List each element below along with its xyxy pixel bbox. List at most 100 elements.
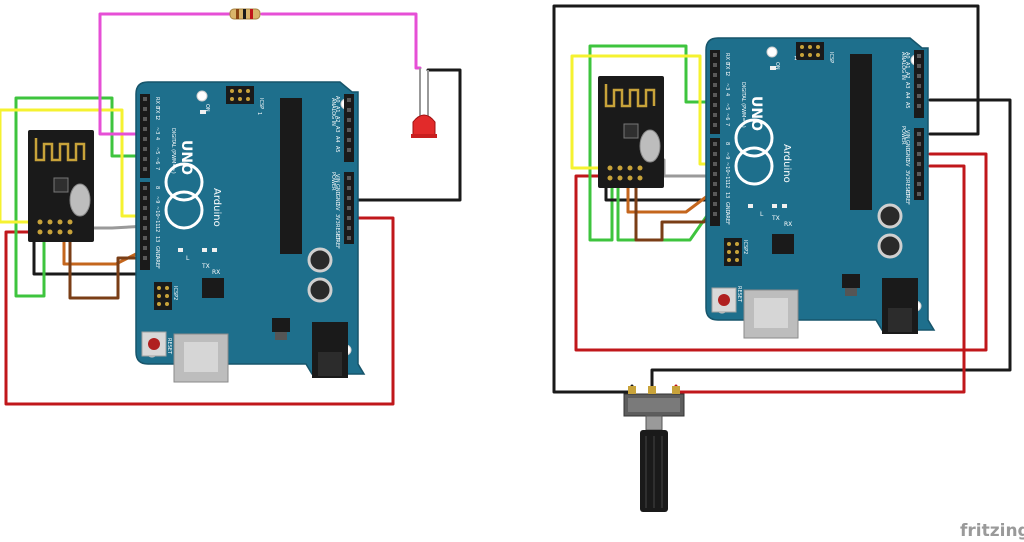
resistor-left [229,8,261,20]
icsp-num-right: 1 [794,56,797,62]
digital-pin-label-right: 2 [724,73,730,76]
digital-pin-label-right: ~5 [724,103,730,110]
digital-pin-label-right: ~6 [724,113,730,120]
wire-black-right-gnd [604,184,720,202]
digital-label-left: DIGITAL (PWM=~) [170,128,176,174]
digital-pin-label-right: 12 [724,182,730,188]
icsp2-label-left: ICSP2 [172,286,178,300]
power-label-left: POWER [330,172,336,191]
digital-pin-label-left: ~10 [154,206,160,217]
digital-pin-label-right: ~3 [724,83,730,90]
power-pin-label-right: GND [904,140,910,152]
left-circuit [0,8,462,406]
digital-pin-label-right: 4 [724,93,730,96]
icsp-label-left: ICSP [258,98,264,109]
arduino-brand-right: Arduino [781,144,792,183]
power-label-right: POWER [900,126,906,145]
tx-label-left: TX [201,263,210,270]
digital-pin-label-left: 7 [154,167,160,170]
wire-yellow-left [0,108,150,224]
digital-pin-label-right: TX 1 [724,62,730,74]
wire-green-right-1 [588,44,720,242]
uno-model-right: UNO [748,96,764,131]
wire-magenta-left [98,12,422,136]
digital-pin-label-left: ~3 [154,127,160,134]
analog-pin-label-left: A1 [334,106,340,113]
rx-label-right: RX [784,221,792,228]
wire-orange-right [626,184,720,214]
power-pin-label-right: VIN [904,130,910,139]
analog-pin-label-right: A3 [904,82,910,89]
digital-pin-label-left: 13 [154,236,160,242]
tx-label-right: TX [771,215,780,222]
l-label-left: L [186,255,190,262]
wire-red-left [4,216,395,406]
power-pin-label-left: IOREF [334,234,340,249]
digital-pin-label-left: 2 [154,117,160,120]
digital-pin-label-right: ~10 [724,162,730,173]
rx-label-left: RX [212,269,220,276]
digital-pin-label-left: ~6 [154,157,160,164]
power-pin-label-right: 3V3 [904,170,910,180]
wire-green-left-1 [14,96,150,298]
analog-pin-label-left: A4 [334,136,340,143]
digital-pin-label-left: 12 [154,226,160,232]
power-pin-label-left: 5V [334,204,340,211]
digital-pin-label-right: 7 [724,123,730,126]
digital-label-right: DIGITAL (PWM=~) [740,82,746,128]
icsp-label-right: ICSP [828,52,834,63]
power-pin-label-left: GND [334,184,340,196]
analog-pin-label-left: A2 [334,116,340,123]
digital-pin-label-left: RX 0 [154,97,160,109]
analog-pin-label-left: A3 [334,126,340,133]
wire-yellow-right [570,54,720,170]
analog-label-left: ANALOG IN [330,98,336,126]
reset-label-right: RESET [736,286,742,303]
power-pin-label-right: GND [904,150,910,162]
power-pin-label-left: GND [334,194,340,206]
nrf24l01-left [26,128,96,244]
fritzing-watermark: fritzing [960,521,1024,541]
digital-pin-label-right: RX 0 [724,53,730,65]
power-pin-label-left: 3V3 [334,214,340,224]
l-label-right: L [760,211,764,218]
digital-pin-label-left: AREF [154,256,160,269]
digital-pin-label-left: ~11 [154,216,160,227]
arduino-brand-left: Arduino [211,188,222,227]
digital-pin-label-right: 8 [724,142,730,145]
analog-pin-label-right: A0 [904,52,910,59]
icsp-num-left: 1 [256,112,262,115]
led-red [411,68,437,138]
power-pin-label-right: RESET [904,180,910,197]
left-board-labels: UNO Arduino RESET ICSP 1 ICSP2 ANALOG IN… [166,98,336,355]
right-board-labels: UNO Arduino RESET ICSP 1 ICSP2 ANALOG IN… [736,52,906,303]
on-label-left: ON [204,104,210,112]
analog-label-right: ANALOG IN [900,52,906,80]
power-pin-label-right: 5V [904,160,910,167]
right-circuit [552,4,1012,512]
wire-black-right-wiper [650,98,1012,388]
wire-brown-left [68,238,150,300]
analog-pin-label-left: A5 [334,146,340,153]
digital-pin-label-right: GND [724,202,730,214]
power-pin-label-left: VIN [334,174,340,183]
potentiometer [623,386,685,512]
digital-pin-label-left: TX 1 [154,106,160,118]
digital-pin-label-left: ~5 [154,147,160,154]
analog-pin-label-right: A2 [904,72,910,79]
power-pin-label-right: IOREF [904,190,910,205]
wire-orange-left [62,238,150,266]
digital-pin-label-right: AREF [724,212,730,225]
digital-pin-label-left: GND [154,246,160,258]
analog-pin-label-left: A0 [334,96,340,103]
icsp2-label-right: ICSP2 [742,240,748,254]
uno-model-left: UNO [178,140,194,175]
nrf24l01-right [596,74,666,190]
digital-pin-label-left: ~9 [154,196,160,203]
digital-pin-label-left: 8 [154,186,160,189]
analog-pin-label-right: A4 [904,92,910,99]
digital-pin-label-right: ~11 [724,172,730,183]
digital-pin-label-right: ~9 [724,152,730,159]
